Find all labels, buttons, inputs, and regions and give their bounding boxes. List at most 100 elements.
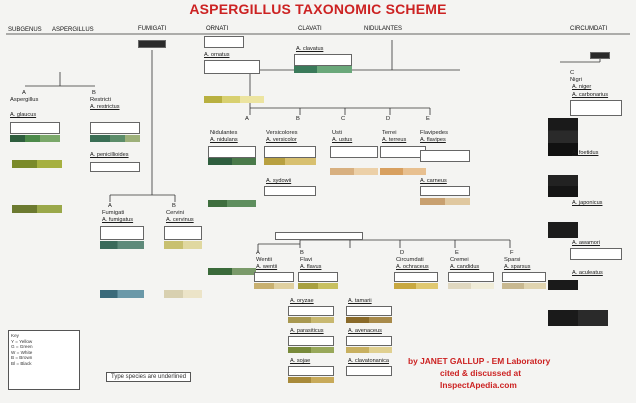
section-aspergillus: Aspergillus (10, 97, 39, 103)
species-ustus: A. ustus (332, 137, 353, 143)
description-box (90, 162, 140, 172)
color-swatch (164, 290, 202, 298)
description-box (346, 336, 392, 346)
header-clavati: CLAVATI (298, 26, 322, 32)
description-box (90, 122, 140, 134)
key-line: W = White (11, 349, 33, 355)
species-fumigatus: A. fumigatus (102, 217, 134, 223)
description-box (298, 272, 338, 282)
section-cremei: Cremei (450, 257, 469, 263)
description-box (420, 186, 470, 196)
description-box (502, 272, 546, 282)
section-flavi: Flavi (300, 257, 313, 263)
header-ornati: ORNATI (206, 26, 229, 32)
description-box (288, 336, 334, 346)
section-b-letter-2: B (296, 116, 300, 122)
description-box (264, 146, 316, 158)
subgenus-label-circumdati (590, 52, 610, 59)
key-legend: Key Y = Yellow G = Green W = White B = B… (8, 330, 80, 390)
section-a-wentii-letter: A (256, 250, 260, 256)
species-cervinus: A. cervinus (166, 217, 194, 223)
credit-line-1: by JANET GALLUP - EM Laboratory (408, 356, 551, 366)
section-b-flavi-letter: B (300, 250, 304, 256)
species-nidulans: A. nidulans (210, 137, 238, 143)
species-ochraceus: A. ochraceus (396, 264, 429, 270)
key-line: G = Green (11, 344, 33, 350)
cervini-letter: B (172, 203, 176, 209)
color-swatch (288, 347, 334, 353)
section-sparsi: Sparsi (504, 257, 521, 263)
color-swatch (204, 96, 264, 103)
color-swatch (298, 283, 338, 289)
species-flavus: A. flavus (300, 264, 322, 270)
species-versicolor: A. versicolor (266, 137, 297, 143)
section-a-letter: A (22, 90, 26, 96)
section-d-circumdati-letter: D (400, 250, 405, 256)
description-box (570, 248, 622, 260)
section-wentii: Wentii (256, 257, 273, 263)
color-swatch (12, 205, 62, 213)
section-usti: Usti (332, 130, 342, 136)
section-cervini: Cervini (166, 210, 185, 216)
credit-line-3: InspectApedia.com (440, 380, 517, 390)
section-e-letter: E (426, 116, 430, 122)
species-restrictus: A. restrictus (90, 104, 120, 110)
header-circumdati: CIRCUMDATI (570, 26, 608, 32)
color-swatch (12, 160, 62, 168)
species-carbonarius: A. carbonarius (572, 92, 609, 98)
species-parasiticus: A. parasiticus (290, 328, 324, 334)
color-swatch (420, 198, 470, 205)
section-flavipedes: Flavipedes (420, 130, 449, 136)
color-swatch (330, 168, 378, 175)
description-box (10, 122, 60, 134)
section-nigri: Nigri (570, 77, 582, 83)
color-swatch (208, 200, 256, 207)
type-species-note: Type species are underlined (106, 372, 192, 382)
species-wentii: A. wentii (256, 264, 278, 270)
section-nidulantes: Nidulantes (210, 130, 238, 136)
species-aculeatus: A. aculeatus (572, 270, 603, 276)
color-swatch (548, 118, 578, 156)
species-oryzae: A. oryzae (290, 298, 314, 304)
description-box (100, 226, 144, 240)
color-swatch (208, 268, 256, 275)
fumigati-letter: A (108, 203, 112, 209)
description-box (254, 272, 294, 282)
description-box (570, 100, 622, 116)
color-swatch (164, 241, 202, 249)
species-clavatonanica: A. clavatonanica (348, 358, 390, 364)
color-swatch (548, 222, 578, 238)
color-swatch (100, 290, 144, 298)
section-b-letter: B (92, 90, 96, 96)
description-box (346, 306, 392, 316)
species-niger: A. niger (572, 84, 592, 90)
section-c-letter: C (341, 116, 346, 122)
species-awamori: A. awamori (572, 240, 600, 246)
circumdati-label-box (275, 232, 363, 240)
color-swatch (294, 66, 352, 73)
color-swatch (448, 283, 494, 289)
page-title: ASPERGILLUS TAXONOMIC SCHEME (189, 1, 447, 17)
description-box (288, 366, 334, 376)
section-d-letter: D (386, 116, 391, 122)
color-swatch (380, 168, 426, 175)
species-foetidus: A. foetidus (572, 150, 599, 156)
description-box (330, 146, 378, 158)
species-terreus: A. terreus (382, 137, 407, 143)
description-box (294, 54, 352, 66)
color-swatch (394, 283, 438, 289)
section-restricti: Restricti (90, 97, 111, 103)
species-avenaceus: A. avenaceus (348, 328, 382, 334)
section-fumigati: Fumigati (102, 210, 125, 216)
species-flavipes: A. flavipes (420, 137, 446, 143)
species-tamarii: A. tamarii (348, 298, 372, 304)
species-glaucus: A. glaucus (10, 112, 37, 118)
section-c-nigri-letter: C (570, 70, 575, 76)
color-swatch (548, 175, 578, 197)
section-terrei: Terrei (382, 130, 397, 136)
key-title: Key (11, 333, 19, 338)
key-line: B = Brown (11, 355, 33, 361)
header-aspergillus: ASPERGILLUS (52, 27, 94, 33)
color-swatch (90, 135, 140, 142)
